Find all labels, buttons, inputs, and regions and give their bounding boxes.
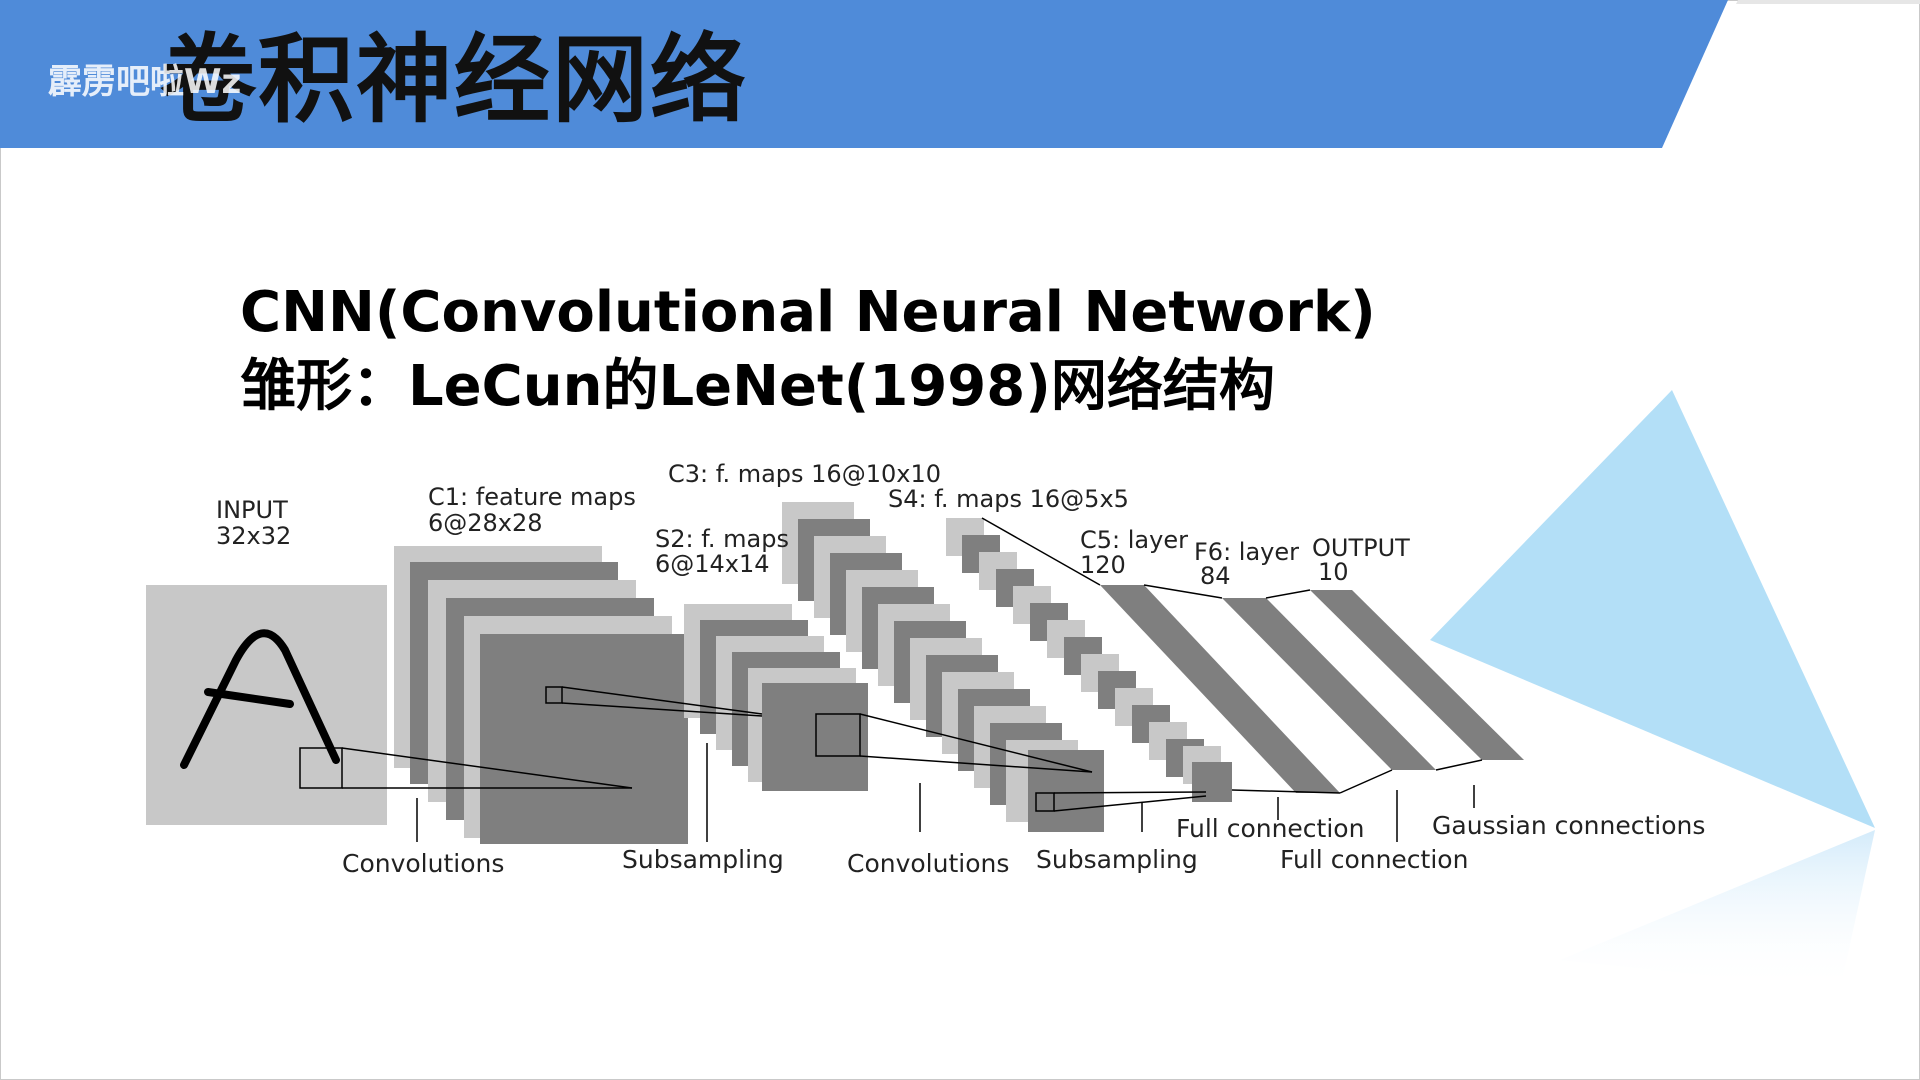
- input-size-label: 32x32: [216, 522, 291, 550]
- operation-labels: Convolutions Subsampling Convolutions Su…: [342, 811, 1705, 878]
- watermark: 霹雳吧啦Wz: [48, 62, 242, 102]
- c3-feature-maps: [782, 502, 1104, 832]
- op-convolutions-1: Convolutions: [342, 849, 504, 878]
- layer-labels: INPUT 32x32 C1: feature maps 6@28x28 S2:…: [216, 460, 1410, 590]
- page-title: 卷积神经网络: [160, 24, 748, 136]
- op-full-connection-2: Full connection: [1280, 845, 1468, 874]
- s4-label: S4: f. maps 16@5x5: [888, 485, 1129, 513]
- input-label: INPUT: [216, 496, 288, 524]
- op-subsampling-2: Subsampling: [1036, 845, 1198, 874]
- s2-feature-maps: [684, 604, 868, 791]
- subtitle-line-1: CNN(Convolutional Neural Network): [240, 280, 1376, 345]
- banner-shape: [0, 0, 1920, 148]
- fully-connected-layers: [1100, 585, 1524, 793]
- output-label: OUTPUT: [1312, 534, 1410, 562]
- receptive-field-box: [299, 747, 343, 789]
- f6-size-label: 84: [1200, 562, 1231, 590]
- f6-layer-band: [1222, 598, 1436, 770]
- op-full-connection-1: Full connection: [1176, 814, 1364, 843]
- c1-size-label: 6@28x28: [428, 509, 543, 537]
- c1-feature-maps: [394, 546, 688, 844]
- c5-layer-band: [1100, 585, 1340, 793]
- f6-label: F6: layer: [1194, 538, 1299, 566]
- c3-label: C3: f. maps 16@10x10: [668, 460, 941, 488]
- accent-triangle: [1430, 390, 1875, 828]
- op-subsampling-1: Subsampling: [622, 845, 784, 874]
- header-banner: [0, 0, 1920, 150]
- c1-label: C1: feature maps: [428, 483, 636, 511]
- input-image: [146, 585, 387, 825]
- output-layer-band: [1310, 590, 1524, 760]
- s2-size-label: 6@14x14: [655, 550, 770, 578]
- subtitle-line-2: 雏形：LeCun的LeNet(1998)网络结构: [240, 354, 1275, 419]
- connection-lines: [341, 517, 1483, 842]
- op-gaussian-connections: Gaussian connections: [1432, 811, 1705, 840]
- s2-label: S2: f. maps: [655, 525, 789, 553]
- fade-triangle: [1560, 830, 1875, 990]
- op-convolutions-2: Convolutions: [847, 849, 1009, 878]
- s4-feature-maps: [946, 518, 1232, 802]
- c5-size-label: 120: [1080, 551, 1126, 579]
- letter-a-glyph: [180, 629, 340, 769]
- output-size-label: 10: [1318, 558, 1349, 586]
- c5-label: C5: layer: [1080, 526, 1188, 554]
